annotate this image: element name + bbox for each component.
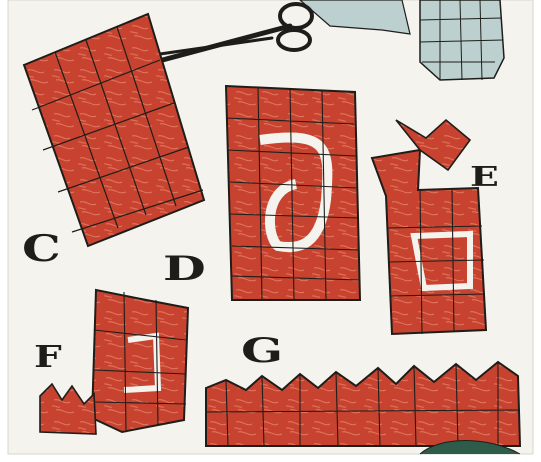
letter-f: F: [34, 343, 62, 373]
letter-e: E: [470, 164, 499, 191]
letter-g: G: [241, 334, 283, 368]
spiral-letter-shape-d: [226, 86, 360, 300]
letter-c: C: [22, 231, 61, 267]
letter-d: D: [163, 252, 206, 286]
blue-tower: [420, 0, 504, 80]
